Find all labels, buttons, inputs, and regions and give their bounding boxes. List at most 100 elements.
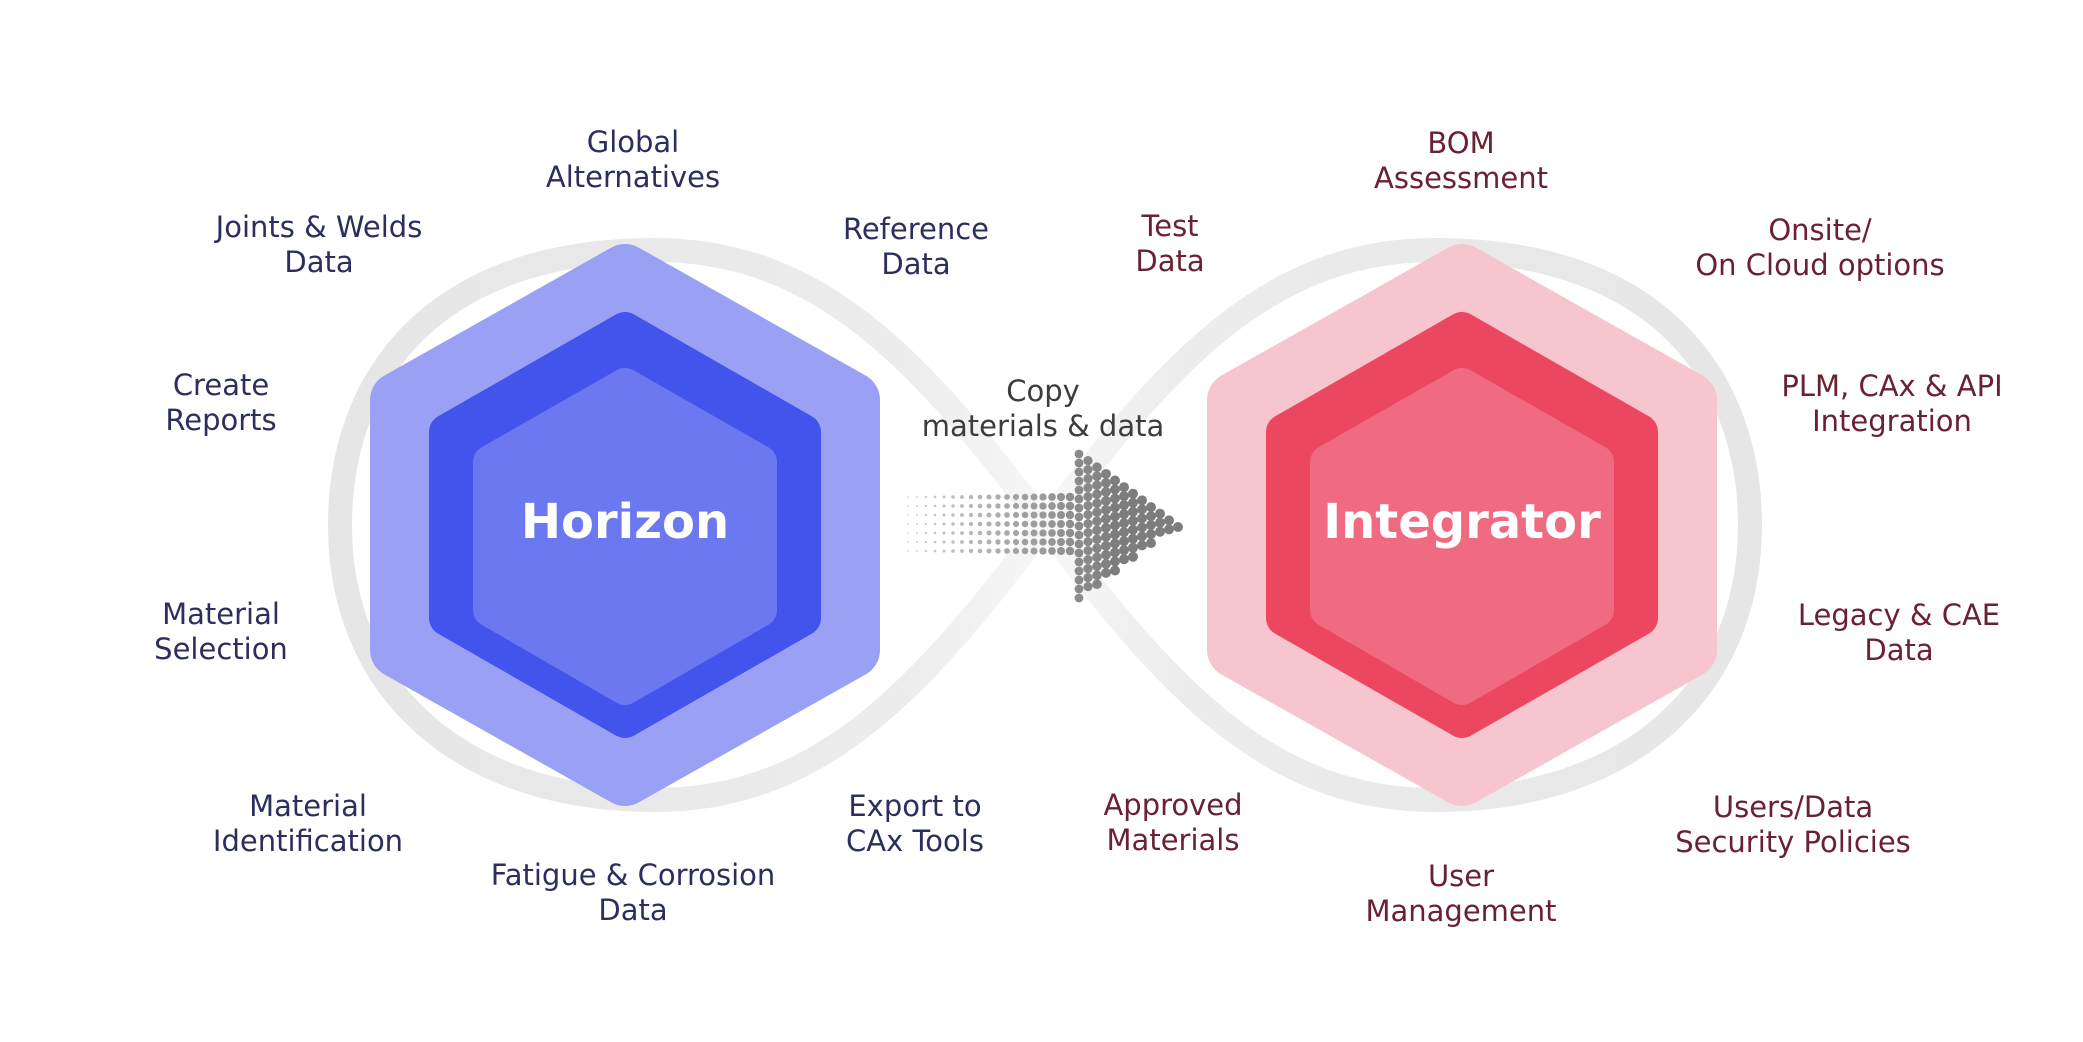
arrow-dot: [1065, 510, 1075, 520]
arrow-dot: [977, 539, 983, 545]
arrow-dot: [1092, 570, 1102, 580]
arrow-dot: [1074, 494, 1084, 504]
arrow-dot: [1119, 491, 1129, 502]
arrow-dot: [1128, 506, 1138, 517]
arrow-dot: [1092, 552, 1102, 562]
arrow-dot: [1056, 546, 1066, 556]
arrow-dot: [1056, 510, 1066, 520]
arrow-dot: [1065, 501, 1075, 511]
arrow-dot: [942, 531, 946, 535]
arrow-dot: [977, 530, 983, 536]
arrow-dot: [1030, 502, 1038, 510]
arrow-dot: [916, 523, 918, 525]
arrow-dot: [986, 521, 992, 527]
arrow-dot: [942, 513, 946, 517]
arrow-dot: [951, 531, 955, 535]
arrow-dot: [968, 539, 974, 545]
arrow-dot: [1146, 502, 1156, 513]
infinity-loop-left: [327, 237, 1055, 813]
arrow-dot: [977, 548, 983, 554]
arrow-dot: [1056, 528, 1066, 538]
arrow-dot: [1021, 529, 1029, 537]
feature-onsite-cloud-options: Onsite/On Cloud options: [1695, 213, 1945, 282]
arrow-dot: [1119, 482, 1129, 493]
arrow-dot: [1004, 530, 1010, 536]
arrow-dot: [995, 521, 1001, 527]
arrow-dot: [907, 514, 909, 516]
arrow-dot: [924, 540, 928, 544]
arrow-dot: [960, 495, 964, 499]
arrow-dot: [1030, 538, 1038, 546]
arrow-dot: [1110, 502, 1120, 513]
arrow-dot: [1065, 519, 1075, 529]
arrow-dot: [1119, 536, 1129, 547]
arrow-dot: [1101, 495, 1111, 506]
arrow-dot: [1092, 489, 1102, 499]
arrow-dot: [1110, 475, 1120, 486]
arrow-dot: [942, 495, 946, 499]
arrow-dot: [1074, 476, 1084, 486]
arrow-dot: [986, 530, 992, 536]
arrow-dot: [1065, 528, 1075, 538]
arrow-dot: [1092, 462, 1102, 472]
arrow-dot: [995, 512, 1001, 518]
arrow-dot: [977, 521, 983, 527]
arrow-dot: [1074, 521, 1084, 531]
arrow-dot: [1128, 542, 1138, 553]
arrow-dot: [1101, 522, 1111, 533]
arrow-dot: [1128, 515, 1138, 526]
arrow-dot: [1083, 474, 1093, 484]
arrow-dot: [907, 523, 909, 525]
arrow-dot: [1039, 529, 1047, 537]
arrow-dot: [1119, 518, 1129, 529]
arrow-dot: [951, 495, 955, 499]
arrow-dot: [1101, 540, 1111, 551]
arrow-dot: [1048, 547, 1056, 555]
arrow-dot: [1083, 501, 1093, 511]
arrow-dot: [1074, 512, 1084, 522]
arrow-dot: [1030, 493, 1038, 501]
arrow-dot: [977, 512, 983, 518]
arrow-dot: [1083, 492, 1093, 502]
arrow-dot: [933, 504, 937, 508]
arrow-dot: [1056, 537, 1066, 547]
arrow-dot: [1074, 566, 1084, 576]
arrow-dot: [951, 540, 955, 544]
arrow-dot: [1083, 528, 1093, 538]
arrow-dot: [1164, 524, 1174, 535]
arrow-dot: [1110, 484, 1120, 495]
arrow-dot: [933, 540, 937, 544]
arrow-dot: [1074, 458, 1084, 468]
arrow-dot: [968, 503, 974, 509]
arrow-dot: [1119, 527, 1129, 538]
arrow-dot: [1137, 531, 1147, 542]
arrow-dot: [1110, 547, 1120, 558]
arrow-dot: [986, 494, 992, 500]
arrow-dot: [1004, 503, 1010, 509]
arrow-dot: [1092, 471, 1102, 481]
arrow-dot: [916, 541, 918, 543]
arrow-dot: [933, 522, 937, 526]
arrow-dot: [942, 540, 946, 544]
arrow-dot: [1137, 504, 1147, 515]
arrow-dot: [942, 549, 946, 553]
arrow-dot: [1110, 520, 1120, 531]
arrow-dot: [1012, 529, 1020, 537]
arrow-dot: [1012, 511, 1020, 519]
arrow-dot: [1004, 539, 1010, 545]
arrow-dot: [1083, 519, 1093, 529]
arrow-dot: [968, 521, 974, 527]
arrow-dot: [1004, 548, 1010, 554]
arrow-dot: [1074, 485, 1084, 495]
arrow-dot: [1083, 483, 1093, 493]
arrow-dot: [960, 504, 964, 508]
arrow-dot: [1083, 555, 1093, 565]
arrow-dot: [1039, 520, 1047, 528]
arrow-dot: [1039, 502, 1047, 510]
arrow-dot: [933, 549, 937, 553]
arrow-dot: [1128, 497, 1138, 508]
arrow-dot: [1012, 520, 1020, 528]
